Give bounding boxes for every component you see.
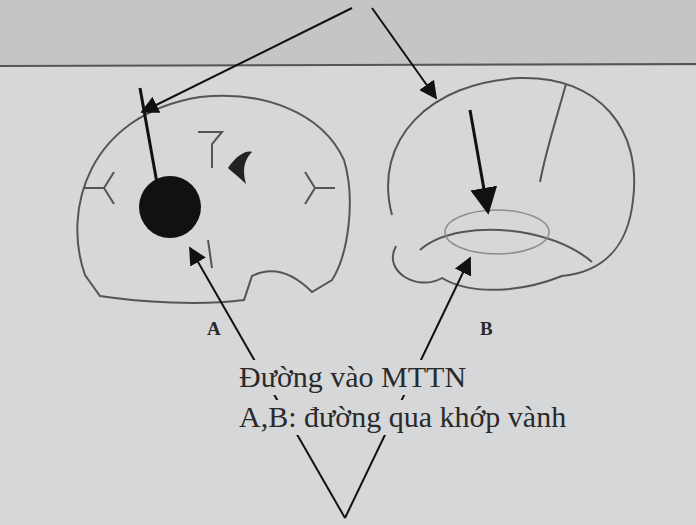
ventricle bbox=[228, 152, 252, 184]
lateral-brain bbox=[388, 78, 634, 290]
coronal-section bbox=[77, 96, 349, 303]
page-edge bbox=[0, 64, 696, 66]
figure-caption: Đường vào MTTN bbox=[236, 360, 469, 395]
leader-arrows bbox=[142, 8, 470, 518]
figure-letter: B bbox=[477, 318, 496, 340]
figure-letter: A bbox=[204, 318, 224, 340]
approach-arrow bbox=[470, 110, 488, 212]
tumor bbox=[139, 176, 201, 238]
caption-note: A,B: đường qua khớp vành bbox=[236, 400, 569, 435]
